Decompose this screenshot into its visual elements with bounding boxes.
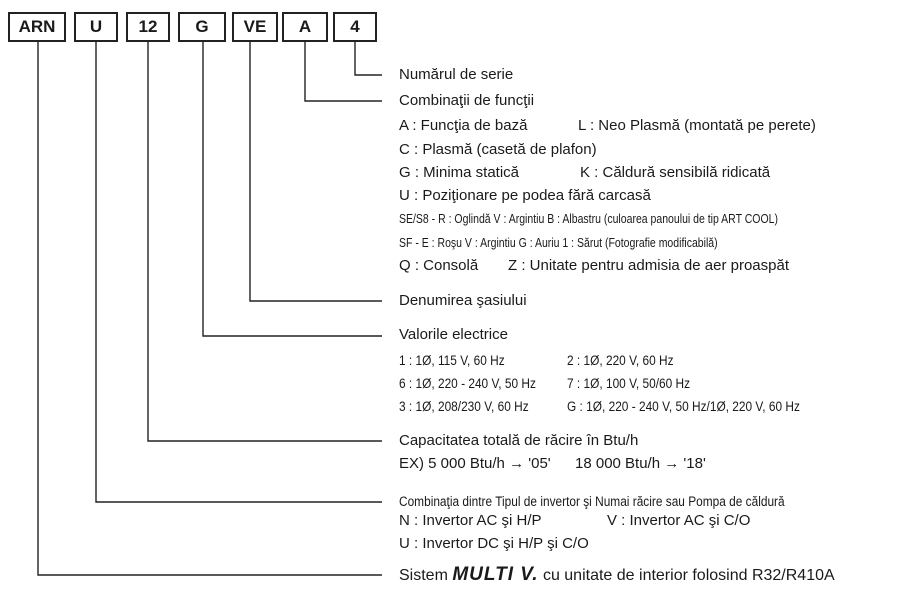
- combination-z: Z : Unitate pentru admisia de aer proasp…: [508, 257, 789, 274]
- electrical-6: 6 : 1Ø, 220 - 240 V, 50 Hz: [399, 376, 536, 391]
- electrical-2: 2 : 1Ø, 220 V, 60 Hz: [567, 353, 674, 368]
- combination-u: U : Poziţionare pe podea fără carcasă: [399, 187, 651, 204]
- chassis-label: Denumirea şasiului: [399, 292, 527, 309]
- inverter-v: V : Invertor AC şi C/O: [607, 512, 751, 529]
- electrical-3: 3 : 1Ø, 208/230 V, 60 Hz: [399, 399, 529, 414]
- multi-v-logo: MULTI V.: [452, 564, 539, 585]
- capacity-example-2: 18 000 Btu/h → '18': [575, 455, 706, 472]
- electrical-title: Valorile electrice: [399, 326, 508, 343]
- connector-serial: [354, 42, 382, 76]
- system-prefix: Sistem: [399, 567, 448, 584]
- capacity-example-1: EX) 5 000 Btu/h → '05': [399, 455, 551, 472]
- combination-l: L : Neo Plasmă (montată pe perete): [578, 117, 816, 134]
- combination-sf: SF - E : Roşu V : Argintiu G : Auriu 1 :…: [399, 236, 718, 250]
- connector-inverter: [95, 42, 382, 503]
- combination-a: A : Funcţia de bază: [399, 117, 528, 134]
- system-line: Sistem MULTI V. cu unitate de interior f…: [399, 565, 835, 586]
- connector-system: [37, 42, 382, 576]
- electrical-7: 7 : 1Ø, 100 V, 50/60 Hz: [567, 376, 691, 391]
- combination-se: SE/S8 - R : Oglindă V : Argintiu B : Alb…: [399, 212, 778, 226]
- inverter-u: U : Invertor DC şi H/P şi C/O: [399, 535, 589, 552]
- combination-k: K : Căldură sensibilă ridicată: [580, 164, 771, 181]
- serial-label: Numărul de serie: [399, 66, 514, 83]
- code-box-12: 12: [126, 12, 170, 42]
- electrical-g: G : 1Ø, 220 - 240 V, 50 Hz/1Ø, 220 V, 60…: [567, 399, 800, 414]
- combinations-title: Combinaţii de funcţii: [399, 92, 535, 109]
- connector-chassis: [249, 42, 382, 302]
- connector-electrical: [202, 42, 382, 337]
- connector-combinations: [304, 42, 382, 102]
- inverter-n: N : Invertor AC şi H/P: [399, 512, 542, 529]
- combination-g: G : Minima statică: [399, 164, 520, 181]
- code-box-ve: VE: [232, 12, 278, 42]
- combination-q: Q : Consolă: [399, 257, 479, 274]
- combination-c: C : Plasmă (casetă de plafon): [399, 141, 597, 158]
- code-box-arn: ARN: [8, 12, 66, 42]
- electrical-1: 1 : 1Ø, 115 V, 60 Hz: [399, 353, 505, 368]
- inverter-title: Combinaţia dintre Tipul de invertor şi N…: [399, 494, 785, 509]
- code-box-u: U: [74, 12, 118, 42]
- connector-capacity: [147, 42, 382, 442]
- code-box-g: G: [178, 12, 226, 42]
- system-suffix: cu unitate de interior folosind R32/R410…: [542, 567, 835, 584]
- capacity-title: Capacitatea totală de răcire în Btu/h: [399, 432, 639, 449]
- code-box-4: 4: [333, 12, 377, 42]
- code-box-a: A: [282, 12, 328, 42]
